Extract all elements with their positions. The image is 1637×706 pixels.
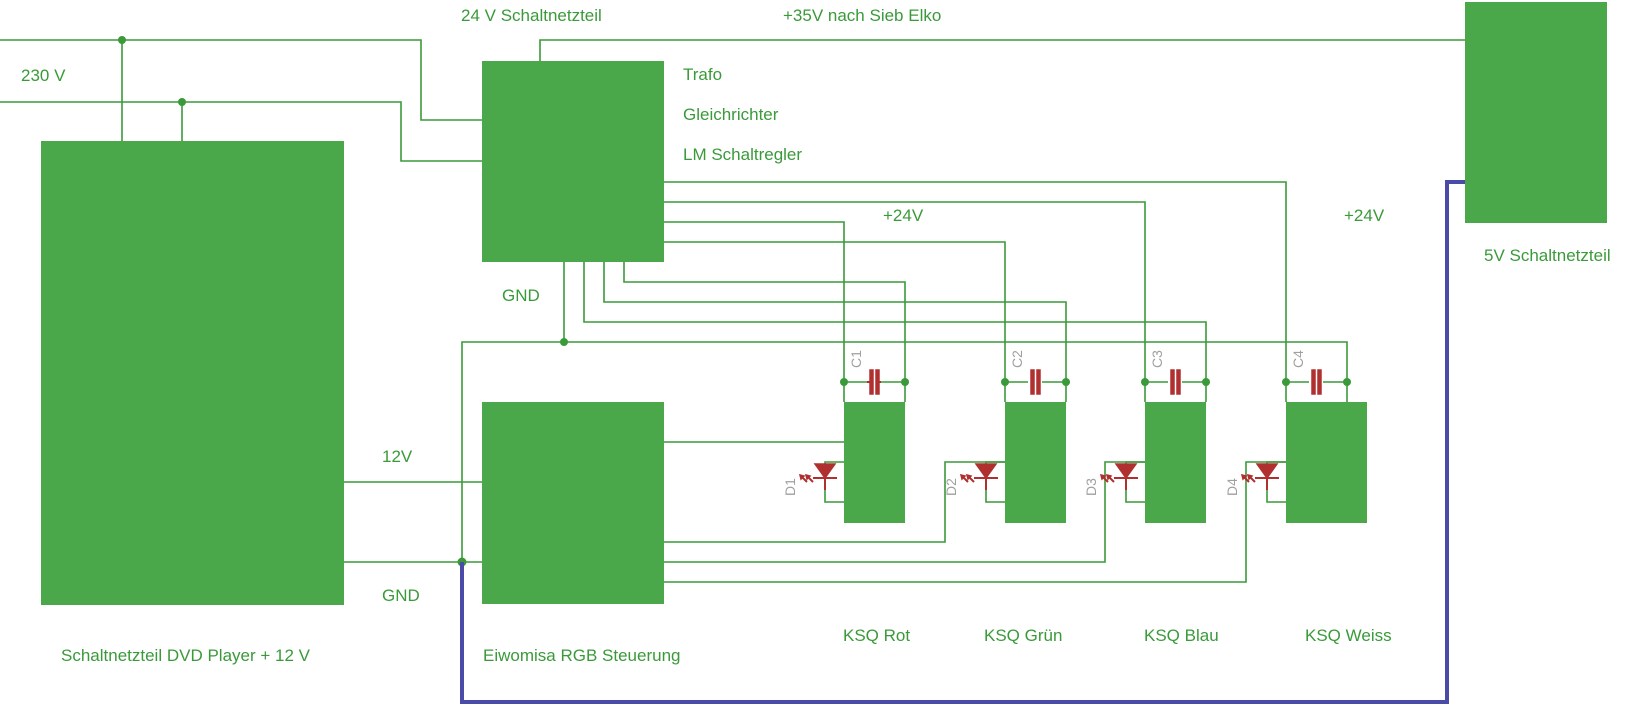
led-d2 [959, 461, 1005, 503]
capacitor-c2 [1001, 369, 1070, 395]
ref-c4: C4 [1290, 350, 1306, 368]
label-ksq-weiss: KSQ Weiss [1305, 626, 1392, 645]
led-d3 [1099, 461, 1145, 503]
label-230v: 230 V [21, 66, 66, 85]
ksq-blau-block [1145, 402, 1206, 523]
ksq-weiss-block [1286, 402, 1367, 523]
dvd-to-rgb-wires [344, 481, 482, 567]
dvd-psu-block [41, 141, 344, 605]
ksq-gruen-block [1005, 402, 1066, 523]
ref-c3: C3 [1149, 350, 1165, 368]
rgb-output-wires [664, 441, 1286, 583]
psu-5v-block [1465, 2, 1607, 223]
label-gnd-top: GND [502, 286, 540, 305]
label-dvd-psu: Schaltnetzteil DVD Player + 12 V [61, 646, 311, 665]
capacitor-c1 [840, 369, 909, 395]
label-12v: 12V [382, 447, 413, 466]
ref-c1: C1 [848, 350, 864, 368]
ksq-rot-block [844, 402, 905, 523]
psu-24v-block [482, 61, 664, 262]
led-d4 [1240, 461, 1286, 503]
label-lm: LM Schaltregler [683, 145, 802, 164]
plus24-wires [664, 181, 1287, 402]
mains-wires [0, 36, 1465, 162]
gnd-return-wires [461, 262, 1348, 562]
capacitor-c4 [1282, 369, 1351, 395]
label-gleichrichter: Gleichrichter [683, 105, 779, 124]
five-volt-bus [460, 180, 1465, 704]
ref-d4: D4 [1224, 478, 1240, 496]
label-5v-psu: 5V Schaltnetzteil [1484, 246, 1611, 265]
label-trafo: Trafo [683, 65, 722, 84]
label-24v-psu: 24 V Schaltnetzteil [461, 6, 602, 25]
label-plus24-b: +24V [1344, 206, 1385, 225]
label-plus35: +35V nach Sieb Elko [783, 6, 941, 25]
label-plus24-a: +24V [883, 206, 924, 225]
ref-c2: C2 [1009, 350, 1025, 368]
capacitor-c3 [1141, 369, 1210, 395]
led-d1 [798, 461, 844, 503]
ref-d3: D3 [1083, 478, 1099, 496]
label-ksq-rot: KSQ Rot [843, 626, 910, 645]
label-gnd-bottom: GND [382, 586, 420, 605]
label-rgb: Eiwomisa RGB Steuerung [483, 646, 680, 665]
ref-d2: D2 [943, 478, 959, 496]
label-ksq-blau: KSQ Blau [1144, 626, 1219, 645]
rgb-controller-block [482, 402, 664, 604]
label-ksq-gruen: KSQ Grün [984, 626, 1062, 645]
ref-d1: D1 [782, 478, 798, 496]
